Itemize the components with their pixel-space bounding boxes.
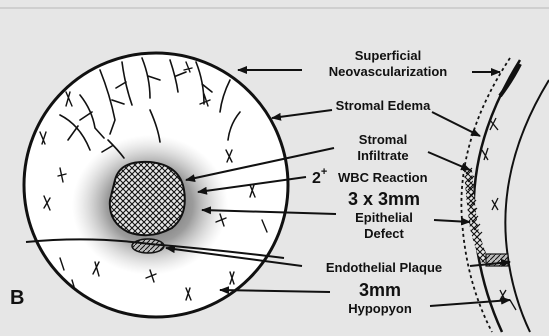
label-stromal-edema: Stromal Edema <box>336 98 431 113</box>
label-epithelial: Epithelial <box>355 210 413 225</box>
label-stromal: Stromal <box>359 132 407 147</box>
wbc-grade-number: 2 <box>312 170 321 187</box>
wbc-grade-superscript: + <box>321 166 327 178</box>
cornea-cross-section <box>461 58 549 332</box>
panel-letter: B <box>10 287 24 309</box>
label-wbc-grade: 2+ <box>312 166 327 187</box>
cross-section-infiltrate <box>468 170 486 262</box>
label-wbc-reaction: WBC Reaction <box>338 170 428 185</box>
stromal-infiltrate-region <box>110 162 185 235</box>
label-hypopyon: Hypopyon <box>348 301 412 316</box>
label-defect: Defect <box>364 226 404 241</box>
label-hypopyon-size: 3mm <box>359 280 401 300</box>
endothelial-plaque-region <box>132 239 164 253</box>
label-endothelial-plaque: Endothelial Plaque <box>326 260 442 275</box>
label-infiltrate: Infiltrate <box>357 148 408 163</box>
cornea-outer-surface <box>474 60 520 332</box>
label-infiltrate-size: 3 x 3mm <box>348 189 420 209</box>
label-superficial: Superficial <box>355 48 421 63</box>
cross-section-cells <box>482 118 516 310</box>
cornea-inner-surface <box>505 80 549 332</box>
label-neovascularization: Neovascularization <box>329 64 448 79</box>
